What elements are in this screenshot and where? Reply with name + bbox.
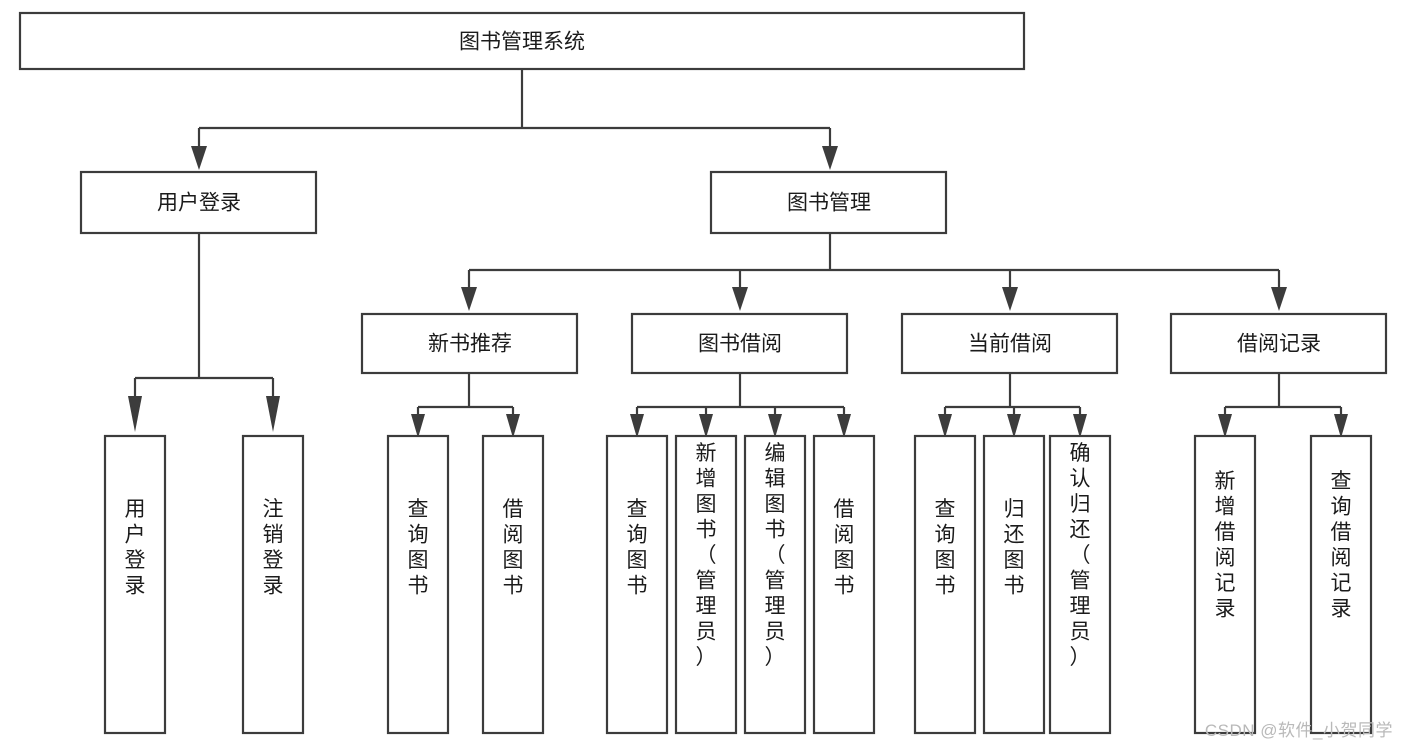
node-leaf-return-book[interactable]: 归还图书 (982, 434, 1046, 735)
node-leaf-query-book-2-box[interactable] (605, 434, 669, 735)
arrowhead-leaf-add-record (1218, 414, 1232, 438)
node-book-manage[interactable]: 图书管理 (709, 170, 948, 235)
node-root-box[interactable] (18, 11, 1026, 71)
arrowhead-book-manage (822, 146, 838, 170)
node-book-borrow[interactable]: 图书借阅 (630, 312, 849, 375)
connectors-borrow-record-to-leaves (1218, 373, 1348, 438)
arrowhead-leaf-query-book-3 (938, 414, 952, 438)
node-leaf-user-login-label: 用户登录 (125, 498, 146, 598)
node-leaf-add-book[interactable]: 新增图书（管理员） (674, 434, 738, 735)
arrowhead-new-book-recommend (461, 287, 477, 311)
node-borrow-record-box[interactable] (1169, 312, 1388, 375)
connectors-new-book-to-leaves (411, 373, 520, 438)
csdn-watermark: CSDN @软件_小贺同学 (1204, 721, 1393, 740)
node-current-borrow-box[interactable] (900, 312, 1119, 375)
node-borrow-record-label: 借阅记录 (1237, 333, 1321, 356)
node-leaf-query-record-label: 查询借阅记录 (1331, 470, 1352, 621)
node-book-manage-label: 图书管理 (787, 192, 871, 215)
arrowhead-leaf-borrow-book-1 (506, 414, 520, 438)
node-leaf-return-book-box[interactable] (982, 434, 1046, 735)
arrowhead-leaf-confirm-return (1073, 414, 1087, 438)
node-leaf-query-book-3-box[interactable] (913, 434, 977, 735)
arrowhead-current-borrow (1002, 287, 1018, 311)
node-leaf-borrow-book-2-box[interactable] (812, 434, 876, 735)
node-user-login[interactable]: 用户登录 (79, 170, 318, 235)
connectors-book-manage-to-level3 (461, 233, 1287, 311)
arrowhead-borrow-record (1271, 287, 1287, 311)
node-leaf-query-book-3-label: 查询图书 (935, 498, 956, 598)
node-current-borrow-label: 当前借阅 (968, 333, 1052, 356)
node-leaf-user-logout-label: 注销登录 (263, 498, 284, 598)
node-leaf-borrow-book-2[interactable]: 借阅图书 (812, 434, 876, 735)
connectors-book-borrow-to-leaves (630, 373, 851, 438)
node-leaf-add-book-label: 新增图书（管理员） (696, 442, 717, 669)
node-root[interactable]: 图书管理系统 (18, 11, 1026, 71)
node-leaf-query-book-2-label: 查询图书 (627, 498, 648, 598)
connectors-root-to-level2 (191, 69, 838, 170)
node-leaf-query-book-3[interactable]: 查询图书 (913, 434, 977, 735)
node-current-borrow[interactable]: 当前借阅 (900, 312, 1119, 375)
node-leaf-query-book-1-label: 查询图书 (408, 498, 429, 598)
node-leaf-query-book-1[interactable]: 查询图书 (386, 434, 450, 735)
node-user-login-label: 用户登录 (157, 192, 241, 215)
node-leaf-user-login[interactable]: 用户登录 (103, 434, 167, 735)
arrowhead-leaf-query-record (1334, 414, 1348, 438)
arrowhead-leaf-user-logout (266, 396, 280, 432)
node-leaf-edit-book-box[interactable] (743, 434, 807, 735)
node-root-label: 图书管理系统 (459, 31, 585, 54)
node-leaf-add-book-box[interactable] (674, 434, 738, 735)
node-leaf-add-record-box[interactable] (1193, 434, 1257, 735)
arrowhead-leaf-user-login (128, 396, 142, 432)
node-new-book-recommend-label: 新书推荐 (428, 333, 512, 356)
node-leaf-borrow-book-2-label: 借阅图书 (834, 498, 855, 598)
arrowhead-leaf-add-book (699, 414, 713, 438)
node-leaf-edit-book-label: 编辑图书（管理员） (765, 442, 786, 669)
node-leaf-query-record-box[interactable] (1309, 434, 1373, 735)
node-book-borrow-label: 图书借阅 (698, 333, 782, 356)
connectors-user-login-to-leaves (128, 233, 280, 432)
arrowhead-book-borrow (732, 287, 748, 311)
node-new-book-recommend[interactable]: 新书推荐 (360, 312, 579, 375)
node-leaf-return-book-label: 归还图书 (1004, 498, 1025, 598)
node-borrow-record[interactable]: 借阅记录 (1169, 312, 1388, 375)
node-leaf-query-book-2[interactable]: 查询图书 (605, 434, 669, 735)
node-user-login-box[interactable] (79, 170, 318, 235)
arrowhead-leaf-query-book-1 (411, 414, 425, 438)
node-book-manage-box[interactable] (709, 170, 948, 235)
arrowhead-leaf-edit-book (768, 414, 782, 438)
node-leaf-borrow-book-1-box[interactable] (481, 434, 545, 735)
node-leaf-edit-book[interactable]: 编辑图书（管理员） (743, 434, 807, 735)
arrowhead-leaf-query-book-2 (630, 414, 644, 438)
node-leaf-query-book-1-box[interactable] (386, 434, 450, 735)
node-leaf-confirm-return-label: 确认归还（管理员） (1070, 442, 1091, 669)
arrowhead-leaf-borrow-book-2 (837, 414, 851, 438)
node-leaf-add-record-label: 新增借阅记录 (1215, 470, 1236, 621)
node-book-borrow-box[interactable] (630, 312, 849, 375)
node-leaf-add-record[interactable]: 新增借阅记录 (1193, 434, 1257, 735)
node-leaf-borrow-book-1-label: 借阅图书 (503, 498, 524, 598)
connectors-current-borrow-to-leaves (938, 373, 1087, 438)
node-leaf-user-login-box[interactable] (103, 434, 167, 735)
node-leaf-confirm-return[interactable]: 确认归还（管理员） (1048, 434, 1112, 735)
node-leaf-borrow-book-1[interactable]: 借阅图书 (481, 434, 545, 735)
node-leaf-confirm-return-box[interactable] (1048, 434, 1112, 735)
node-leaf-user-logout-box[interactable] (241, 434, 305, 735)
arrowhead-user-login (191, 146, 207, 170)
node-leaf-user-logout[interactable]: 注销登录 (241, 434, 305, 735)
node-leaf-query-record[interactable]: 查询借阅记录 (1309, 434, 1373, 735)
node-new-book-recommend-box[interactable] (360, 312, 579, 375)
arrowhead-leaf-return-book (1007, 414, 1021, 438)
